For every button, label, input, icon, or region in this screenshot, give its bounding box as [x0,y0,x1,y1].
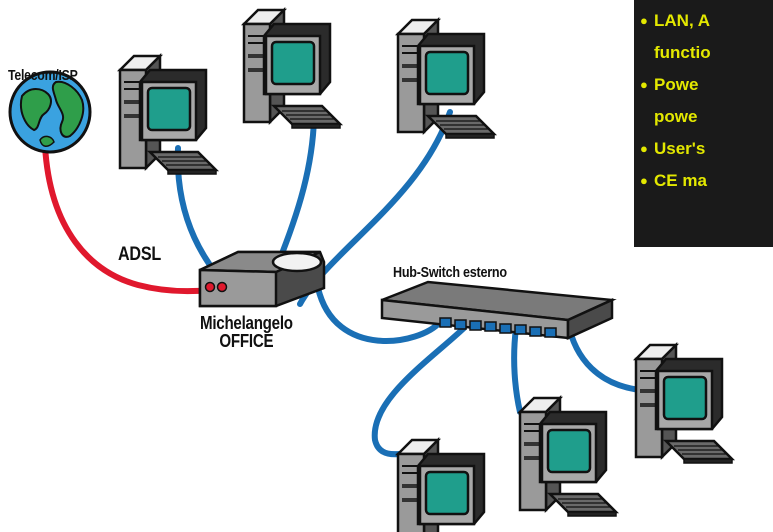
feature-item: ●CE ma [640,165,773,197]
cable-pc5 [511,325,523,415]
bullet-icon: ● [640,173,648,188]
router-label: Michelangelo OFFICE [200,314,293,350]
bullet-icon: ● [640,77,648,92]
hub-switch-label: Hub-Switch esterno [393,264,507,281]
computer-icon [518,396,618,518]
computer-icon [634,343,734,465]
feature-item: ●User's [640,133,773,165]
router-label-line1: Michelangelo [200,313,293,333]
computer-icon [242,8,342,130]
router-label-line2: OFFICE [219,331,274,351]
adsl-cable [42,143,213,295]
router-device [198,250,326,308]
feature-item: powe [654,107,698,126]
cable-router-hub [315,285,443,344]
bullet-icon: ● [640,13,648,28]
globe-icon [8,70,92,154]
computer-icon [118,54,218,176]
isp-label: Telecom/ISP [8,67,78,84]
hub-switch-device [380,280,617,340]
adsl-label: ADSL [118,244,161,265]
computer-icon [396,438,496,532]
feature-list-box: ●LAN, A functio ●Powe powe ●User's ●CE m… [634,0,773,247]
feature-item: ●Powe [640,69,773,101]
feature-item: ●LAN, A [640,5,773,37]
computer-icon [396,18,496,140]
feature-item: functio [654,43,711,62]
cable-pc4 [371,325,467,458]
bullet-icon: ● [640,141,648,156]
